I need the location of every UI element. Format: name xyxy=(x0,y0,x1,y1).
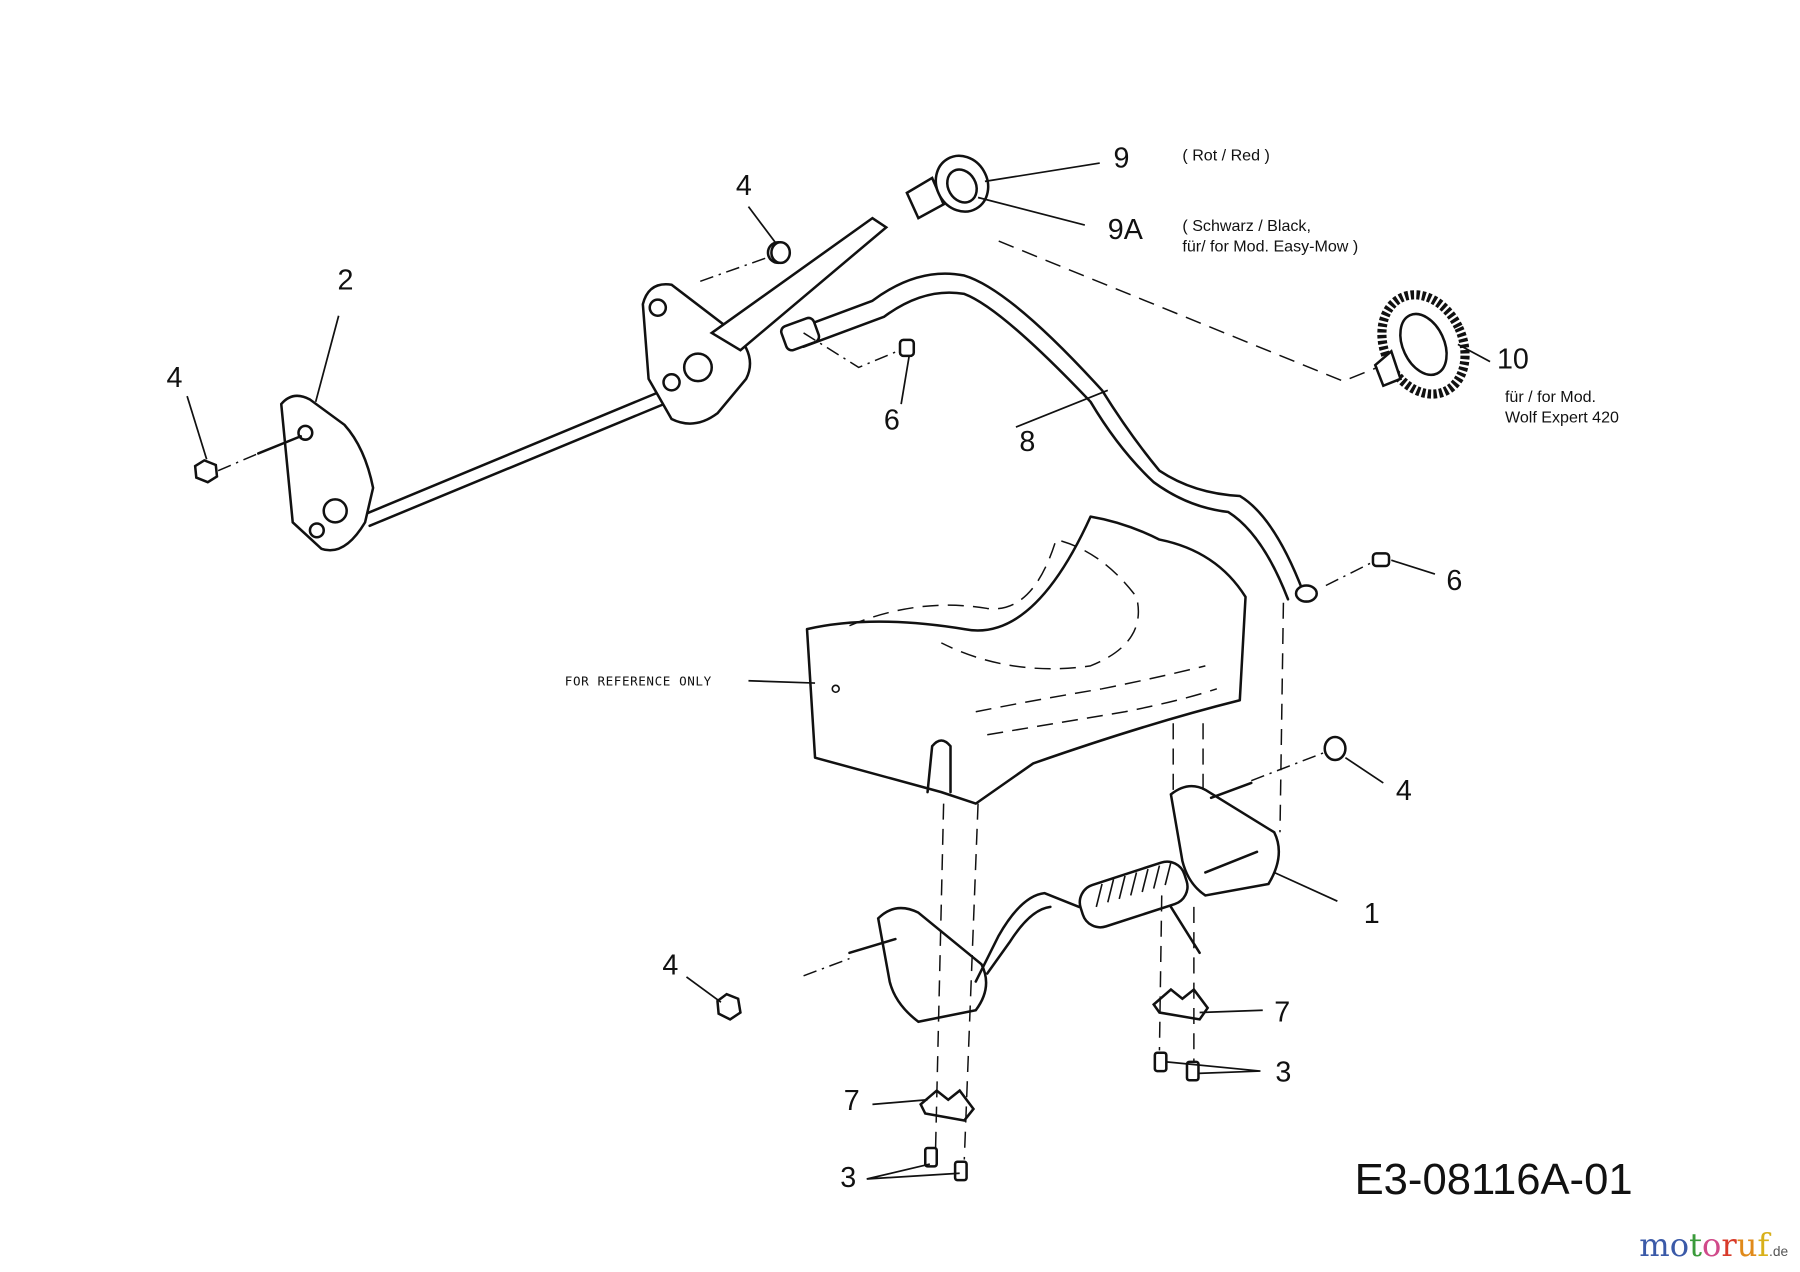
callout-4-top: 4 xyxy=(736,170,752,202)
callout-6-top: 6 xyxy=(884,404,900,436)
callout-4-right: 4 xyxy=(1396,775,1412,807)
adjuster-knob-part-10 xyxy=(1373,290,1470,399)
screw-3-c xyxy=(923,1146,938,1168)
callout-9: 9 xyxy=(1114,143,1130,175)
nut-4-bottom xyxy=(716,992,742,1021)
callout-10: 10 xyxy=(1497,344,1529,376)
note-9a-line2: für/ for Mod. Easy-Mow ) xyxy=(1182,237,1358,255)
callout-7-right: 7 xyxy=(1274,997,1290,1029)
handle-bar-part-8 xyxy=(779,272,1318,603)
nut-4-left xyxy=(193,458,219,484)
leader-lines xyxy=(186,162,1491,1180)
svg-text:motoruf: motoruf xyxy=(1639,1226,1771,1264)
callout-3-right: 3 xyxy=(1275,1056,1291,1088)
logo-suffix: .de xyxy=(1769,1244,1788,1259)
callout-9a: 9A xyxy=(1108,214,1144,246)
screw-3-d xyxy=(953,1160,968,1182)
screw-3-a xyxy=(1153,1051,1168,1073)
callout-1: 1 xyxy=(1364,898,1380,930)
mower-deck-reference xyxy=(805,515,1247,805)
clip-7-left xyxy=(919,1088,976,1122)
callout-6-right: 6 xyxy=(1446,565,1462,597)
note-9: ( Rot / Red ) xyxy=(1182,147,1269,165)
washer-4-right xyxy=(1323,735,1347,762)
assembly-lines xyxy=(217,240,1378,1160)
drawing-code: E3-08116A-01 xyxy=(1355,1156,1633,1204)
motoruf-logo: motoruf .de xyxy=(1639,1226,1788,1264)
screw-3-b xyxy=(1185,1060,1200,1082)
hardware xyxy=(193,240,1391,1182)
callout-3-left: 3 xyxy=(840,1162,856,1194)
callout-8: 8 xyxy=(1019,426,1035,458)
callout-4-left: 4 xyxy=(166,362,182,394)
height-rod-bracket-part-2 xyxy=(257,385,677,552)
note-10-line2: Wolf Expert 420 xyxy=(1505,408,1619,426)
washer-4-top xyxy=(770,240,792,265)
note-9a-line1: ( Schwarz / Black, xyxy=(1182,217,1311,235)
screw-6-right xyxy=(1371,552,1391,568)
callout-4-bottom: 4 xyxy=(662,950,678,982)
callout-7-left: 7 xyxy=(844,1085,860,1117)
clip-7-right xyxy=(1152,987,1210,1021)
note-10-line1: für / for Mod. xyxy=(1505,388,1596,406)
adjuster-knob-part-9 xyxy=(905,154,990,220)
height-lever-assembly xyxy=(641,216,889,425)
rear-axle-part-1 xyxy=(848,781,1281,1024)
screw-6-top xyxy=(898,338,916,358)
reference-note: FOR REFERENCE ONLY xyxy=(565,673,712,688)
callout-2: 2 xyxy=(338,264,354,296)
